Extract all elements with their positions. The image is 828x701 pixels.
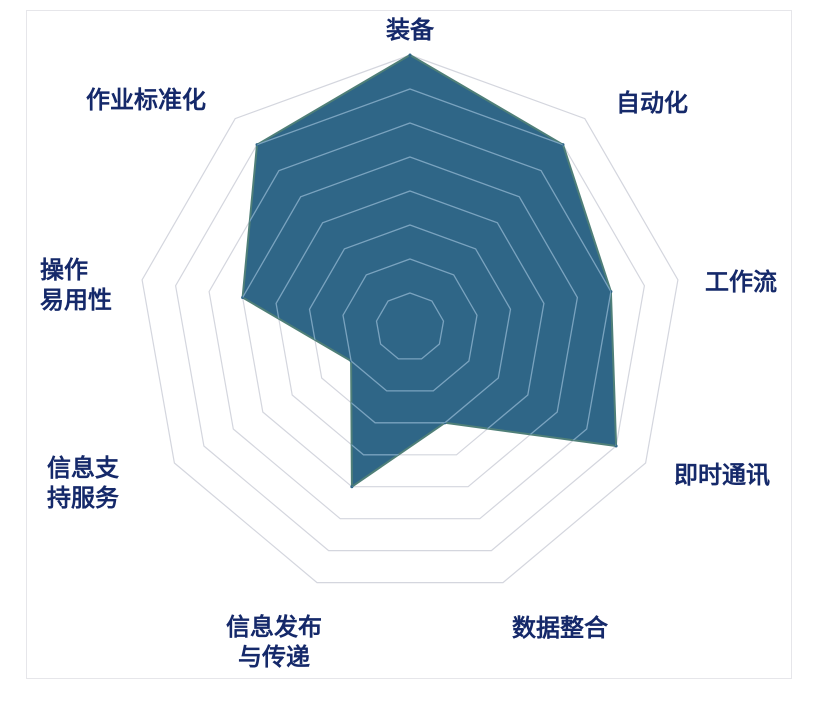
axis-label-standardization: 作业标准化 [86, 86, 206, 114]
axis-label-info-support: 信息支 持服务 [47, 454, 119, 512]
data-point [350, 485, 354, 489]
data-point [408, 53, 412, 57]
grid-ring-inner [375, 292, 445, 360]
grid-ring [174, 88, 646, 552]
chart-frame [26, 10, 792, 679]
data-point [614, 444, 618, 448]
grid-ring-inner [308, 224, 512, 424]
grid-ring [141, 54, 679, 584]
axis-label-automation: 自动化 [616, 89, 688, 117]
axis-label-usability: 操作 易用性 [40, 256, 112, 314]
axis-label-instant-messaging: 即时通讯 [674, 461, 770, 489]
grid-ring-inner [242, 156, 579, 487]
axis-label-data-integration: 数据整合 [512, 614, 608, 642]
grid-ring-inner [342, 258, 478, 392]
axis-label-workflow: 工作流 [705, 268, 777, 296]
series-area [241, 54, 618, 488]
data-point [561, 143, 565, 147]
axis-label-equipment: 装备 [386, 16, 434, 44]
axis-label-info-publishing: 信息发布 与传递 [226, 613, 322, 671]
data-point [255, 143, 259, 147]
